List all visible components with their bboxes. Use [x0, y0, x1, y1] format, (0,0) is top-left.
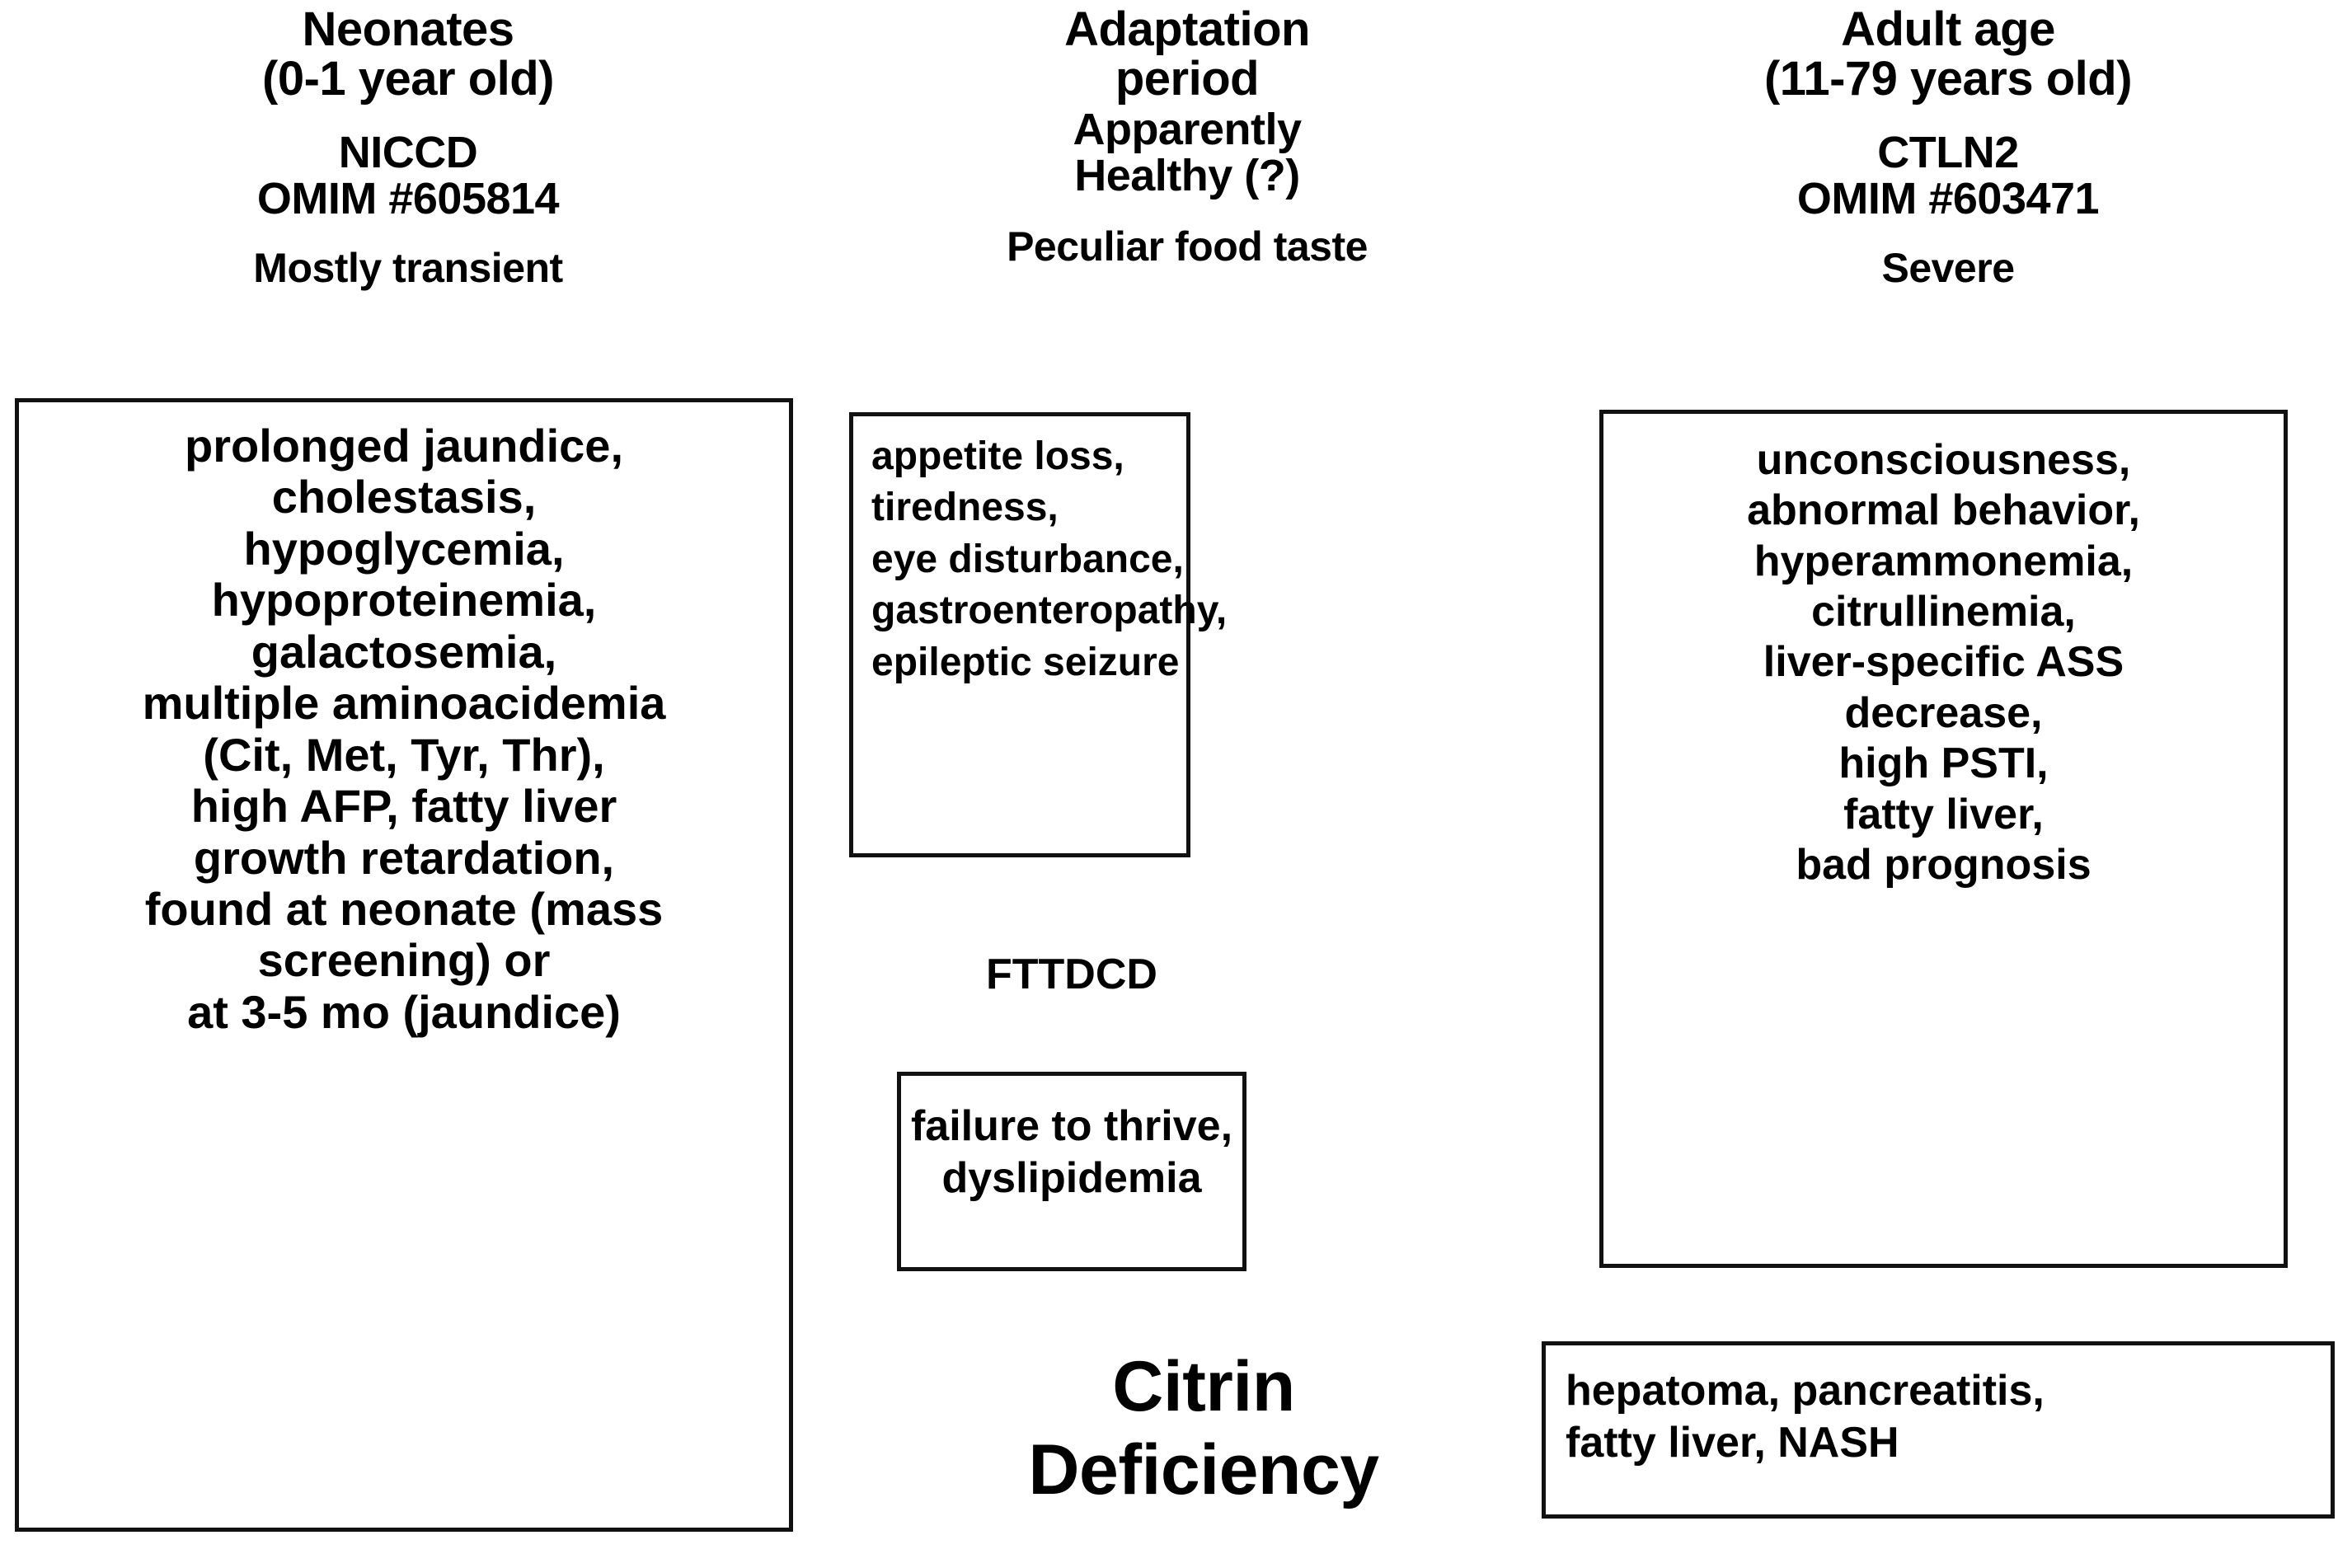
symptom-line: hepatoma, pancreatitis, — [1566, 1367, 2045, 1415]
stage-line: Adult age — [1841, 2, 2055, 56]
column-adult-stage-heading: Adult age (11-79 years old) — [1558, 2, 2338, 106]
stage-line: (11-79 years old) — [1763, 52, 2133, 106]
symptom-line: fatty liver, — [1843, 790, 2044, 838]
symptom-box-fttdcd: failure to thrive, dyslipidemia — [897, 1072, 1246, 1271]
symptom-box-adaptation: appetite loss, tiredness, eye disturbanc… — [849, 412, 1228, 857]
symptom-line: screening) or — [257, 934, 551, 987]
symptom-line: citrullinemia, — [1811, 588, 2076, 636]
stage-line: Neonates — [302, 2, 514, 56]
symptom-line: unconsciousness, — [1756, 436, 2131, 484]
symptom-line: cholestasis, — [271, 471, 537, 523]
symptom-line: abnormal behavior, — [1747, 486, 2140, 535]
symptom-line: liver-specific ASS — [1763, 638, 2124, 687]
omim-number: OMIM #605814 — [256, 173, 560, 223]
stage-line: Adaptation — [1064, 2, 1310, 56]
column-neonates: Neonates (0-1 year old) NICCD OMIM #6058… — [0, 0, 816, 289]
symptom-line: multiple aminoacidemia — [142, 677, 666, 730]
symptom-box-niccd: prolonged jaundice, cholestasis, hypogly… — [15, 398, 793, 1532]
symptom-line: failure to thrive, — [910, 1102, 1233, 1150]
omim-number: OMIM #603471 — [1796, 173, 2100, 223]
symptom-line: eye disturbance, — [871, 537, 1184, 581]
symptom-box-ctln2: unconsciousness, abnormal behavior, hype… — [1599, 410, 2288, 1268]
diagram-title-line: Deficiency — [1028, 1430, 1379, 1510]
symptom-line: bad prognosis — [1796, 840, 2092, 889]
disease-acronym: CTLN2 — [1877, 127, 2019, 177]
symptom-line: fatty liver, NASH — [1566, 1419, 1899, 1467]
column-adaptation-status-heading: Apparently Healthy (?) — [816, 104, 1558, 200]
column-neonates-code-heading: NICCD OMIM #605814 — [0, 127, 816, 223]
column-adult-severity: Severe — [1881, 244, 2015, 291]
status-line: Healthy (?) — [1074, 150, 1300, 200]
symptom-line: decrease, — [1844, 688, 2043, 737]
symptom-line: (Cit, Met, Tyr, Thr), — [203, 728, 605, 781]
symptom-line: appetite loss, — [871, 434, 1124, 478]
diagram-title-line: Citrin — [1112, 1347, 1295, 1426]
column-adaptation-severity: Peculiar food taste — [1007, 223, 1368, 270]
column-neonates-stage-heading: Neonates (0-1 year old) — [0, 2, 816, 106]
symptom-line: high PSTI, — [1838, 739, 2049, 788]
column-neonates-severity: Mostly transient — [253, 244, 563, 291]
symptom-line: gastroenteropathy, — [871, 589, 1228, 633]
disease-acronym: NICCD — [338, 127, 478, 177]
stage-line: (0-1 year old) — [262, 52, 555, 106]
fttdcd-label: FTTDCD — [986, 951, 1157, 998]
symptom-line: hyperammonemia, — [1754, 537, 2134, 585]
symptom-line: galactosemia, — [251, 625, 557, 678]
diagram-title: Citrin Deficiency — [866, 1345, 1542, 1513]
symptom-line: growth retardation, — [193, 831, 615, 884]
symptom-line: at 3-5 mo (jaundice) — [187, 985, 621, 1038]
symptom-line: high AFP, fatty liver — [190, 780, 617, 833]
column-adult: Adult age (11-79 years old) CTLN2 OMIM #… — [1558, 0, 2338, 289]
symptom-line: tiredness, — [871, 486, 1059, 530]
symptom-box-hepatoma: hepatoma, pancreatitis, fatty liver, NAS… — [1542, 1341, 2335, 1519]
symptom-line: found at neonate (mass — [144, 882, 664, 935]
symptom-line: epileptic seizure — [871, 640, 1180, 684]
column-adaptation: Adaptation period Apparently Healthy (?)… — [816, 0, 1558, 268]
symptom-line: hypoglycemia, — [243, 522, 565, 575]
symptom-line: prolonged jaundice, — [184, 420, 624, 472]
column-adult-code-heading: CTLN2 OMIM #603471 — [1558, 127, 2338, 223]
symptom-line: dyslipidemia — [941, 1154, 1202, 1203]
symptom-line: hypoproteinemia, — [211, 574, 597, 627]
status-line: Apparently — [1073, 104, 1302, 154]
stage-line: period — [1115, 52, 1260, 106]
column-adaptation-stage-heading: Adaptation period — [816, 2, 1558, 106]
